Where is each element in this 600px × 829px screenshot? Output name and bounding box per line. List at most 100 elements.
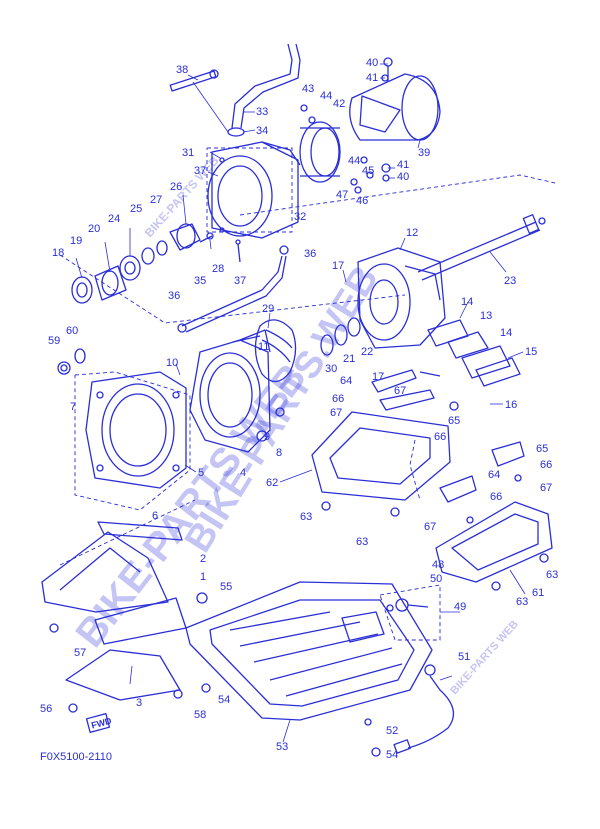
callout-67-mid: 67 <box>330 407 342 419</box>
ride-plate-61 <box>435 501 553 591</box>
callout-29: 29 <box>262 303 274 315</box>
callout-24: 24 <box>108 213 120 225</box>
speed-sensor-48-51 <box>364 598 455 754</box>
callout-26: 26 <box>170 181 182 193</box>
callout-18: 18 <box>52 247 64 259</box>
callout-7: 7 <box>70 401 76 413</box>
callout-66-top: 66 <box>332 393 344 405</box>
callout-56: 56 <box>40 703 52 715</box>
callout-44-mid: 44 <box>348 155 360 167</box>
callout-67-lower: 67 <box>424 521 436 533</box>
callout-31: 31 <box>182 147 194 159</box>
callout-59: 59 <box>48 335 60 347</box>
nozzle-ring-42 <box>299 121 341 183</box>
callout-13: 13 <box>480 310 492 322</box>
callout-50: 50 <box>430 573 442 585</box>
callout-55: 55 <box>220 581 232 593</box>
callout-23: 23 <box>504 275 516 287</box>
callout-16: 16 <box>505 399 517 411</box>
callout-22: 22 <box>361 346 373 358</box>
callout-5: 5 <box>198 467 204 479</box>
callout-33: 33 <box>256 106 268 118</box>
water-pipe-33 <box>231 43 301 129</box>
intake-plate-7 <box>85 371 187 489</box>
callout-34: 34 <box>256 125 268 137</box>
callout-67-right: 67 <box>540 482 552 494</box>
callout-57: 57 <box>74 647 86 659</box>
callout-66-lower: 66 <box>490 491 502 503</box>
callout-48: 48 <box>432 559 444 571</box>
drive-shaft-23 <box>417 214 546 281</box>
callout-32: 32 <box>294 211 306 223</box>
callout-65-top: 65 <box>448 415 460 427</box>
callout-10: 10 <box>166 357 178 369</box>
cover-plates-13-14 <box>427 319 521 387</box>
callout-35: 35 <box>194 275 206 287</box>
callout-65-right: 65 <box>536 443 548 455</box>
callout-63-right: 63 <box>546 569 558 581</box>
pipe-35 <box>177 255 287 333</box>
locator-lines <box>59 147 556 641</box>
seals-21-22-30 <box>320 317 361 356</box>
bolt-36 <box>235 239 289 263</box>
impeller-29 <box>254 319 297 383</box>
callout-43: 43 <box>302 83 314 95</box>
pump-housing <box>189 329 285 453</box>
steering-nozzle-39 <box>349 73 441 141</box>
callout-2: 2 <box>200 553 206 565</box>
callout-28: 28 <box>212 263 224 275</box>
callout-52: 52 <box>386 725 398 737</box>
callout-64-right: 64 <box>488 469 500 481</box>
callout-40-top: 40 <box>366 57 378 69</box>
callout-8: 8 <box>276 447 282 459</box>
washer-nut-59-60 <box>57 348 86 375</box>
callout-17-top: 17 <box>332 260 344 272</box>
callout-61: 61 <box>532 587 544 599</box>
callout-47: 47 <box>336 189 348 201</box>
callout-60: 60 <box>66 325 78 337</box>
callout-3: 3 <box>136 697 142 709</box>
callout-66-mid: 66 <box>434 431 446 443</box>
callout-12: 12 <box>406 227 418 239</box>
callout-37-mid: 37 <box>234 275 246 287</box>
callout-30: 30 <box>325 363 337 375</box>
fwd-marker: FWD <box>90 716 113 731</box>
callout-63-lower: 63 <box>516 596 528 608</box>
callout-20: 20 <box>88 223 100 235</box>
intake-duct-31 <box>207 141 301 239</box>
callout-27: 27 <box>150 194 162 206</box>
callout-63-center: 63 <box>356 536 368 548</box>
callout-67-top: 67 <box>394 385 406 397</box>
callout-54-bottom: 54 <box>386 749 398 761</box>
callout-15: 15 <box>525 346 537 358</box>
callout-64-top: 64 <box>340 375 352 387</box>
callout-leaders <box>75 63 526 743</box>
callout-17-mid: 17 <box>372 371 384 383</box>
callout-37-top: 37 <box>194 165 206 177</box>
callout-40-mid: 40 <box>397 171 409 183</box>
callout-49: 49 <box>454 601 466 613</box>
hull-bottom-plate-53 <box>185 581 433 757</box>
callout-9: 9 <box>264 431 270 443</box>
callout-44-top: 44 <box>320 90 332 102</box>
callout-54-mid: 54 <box>218 694 230 706</box>
callout-53: 53 <box>276 741 288 753</box>
callout-25: 25 <box>130 203 142 215</box>
callout-36-mid: 36 <box>304 248 316 260</box>
intake-grate-62 <box>311 411 451 517</box>
diagram-code: F0X5100-2110 <box>40 751 112 763</box>
callout-63-mid: 63 <box>300 511 312 523</box>
callout-41-top: 41 <box>366 72 378 84</box>
callout-11: 11 <box>258 341 269 353</box>
callout-62: 62 <box>266 477 278 489</box>
callout-41-mid: 41 <box>397 159 409 171</box>
bolts-40-41 <box>300 57 393 194</box>
callout-45: 45 <box>362 165 374 177</box>
callout-1: 1 <box>200 571 206 583</box>
callout-4: 4 <box>240 467 246 479</box>
callout-42: 42 <box>333 98 345 110</box>
bearing-stack <box>71 223 214 304</box>
callout-51: 51 <box>458 651 470 663</box>
callout-6: 6 <box>152 510 158 522</box>
